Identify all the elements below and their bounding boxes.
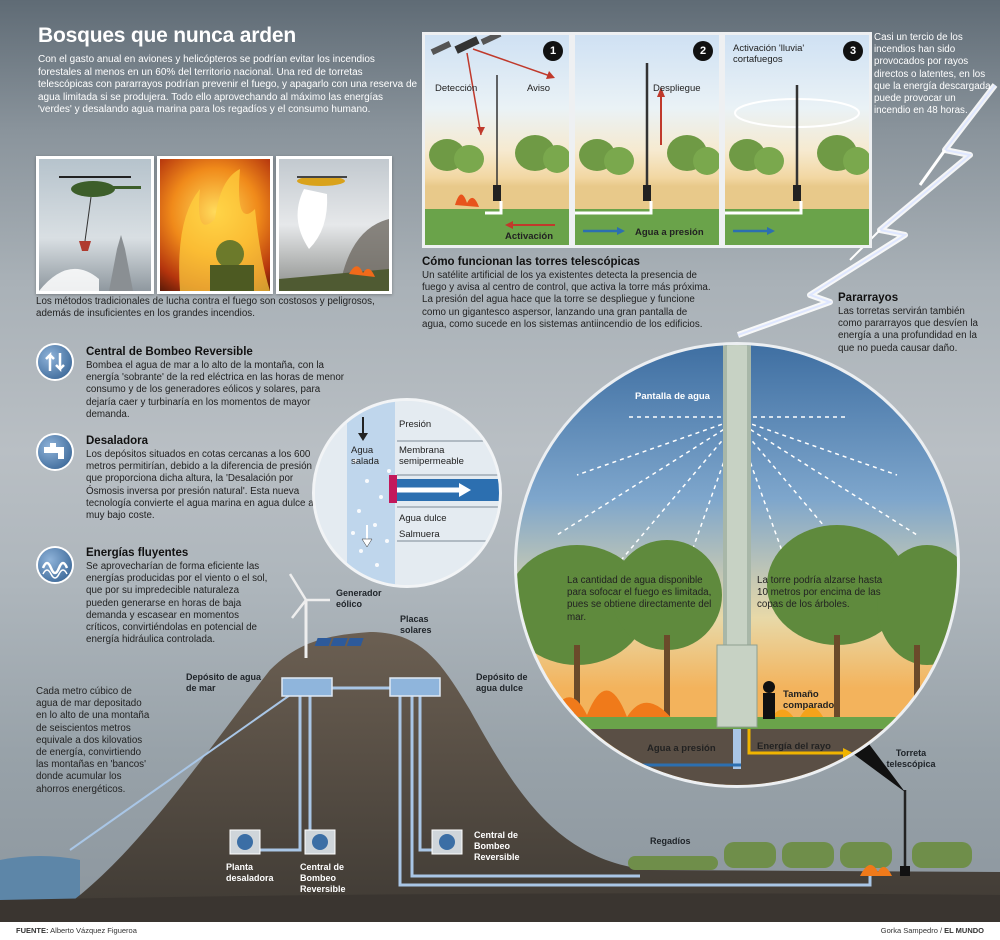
intro-text: Con el gasto anual en aviones y helicópt… [38, 54, 418, 116]
osmosis-salmuera: Salmuera [399, 529, 440, 540]
pararrayos-text: Las torretas servirán también como parar… [838, 306, 978, 354]
source-label: FUENTE: [16, 926, 49, 935]
label-deposito-mar: Depósito de agua de mar [186, 672, 262, 693]
step-number: 1 [543, 41, 563, 61]
step-panel-1: 1 Detección Aviso Activación [422, 32, 572, 248]
pantalla-label: Pantalla de agua [635, 391, 710, 402]
step-label-aviso: Aviso [527, 83, 551, 94]
step-number: 2 [693, 41, 713, 61]
mountain-side-text: Cada metro cúbico de agua de mar deposit… [36, 686, 150, 795]
label-deposito-dulce: Depósito de agua dulce [476, 672, 528, 693]
how-it-works-text: Un satélite artificial de los ya existen… [422, 270, 711, 330]
photos-caption: Los métodos tradicionales de lucha contr… [36, 296, 375, 320]
pararrayos-title: Pararrayos [838, 292, 899, 304]
label-central-1: Central de Bombeo Reversible [300, 862, 346, 894]
arrows-icon [38, 345, 72, 379]
label-planta: Planta desaladora [226, 862, 274, 883]
osmosis-agua-dulce: Agua dulce [399, 513, 447, 524]
footer: FUENTE: Alberto Vázquez Figueroa Gorka S… [0, 922, 1000, 940]
step-label-activacion-lluvia: Activación 'lluvia' cortafuegos [733, 43, 805, 65]
section-title-bombeo: Central de Bombeo Reversible [86, 346, 253, 358]
energia-rayo-label: Energía del rayo [757, 741, 831, 752]
label-torreta: Torreta telescópica [886, 748, 936, 769]
wave-icon [38, 548, 72, 582]
plane-photo [276, 156, 392, 294]
circle-left-text: La cantidad de agua disponible para sofo… [567, 575, 712, 623]
lightning-note: Casi un tercio de los incendios han sido… [874, 32, 991, 117]
satellite-icon [430, 35, 502, 55]
osmosis-diagram: Presión Agua salada Membrana semipermeab… [312, 398, 502, 588]
faucet-icon [38, 435, 72, 469]
step-label-despliegue: Despliegue [653, 83, 701, 94]
section-title-energias: Energías fluyentes [86, 547, 189, 559]
step-bottom-label: Agua a presión [635, 227, 704, 238]
lightning-icon [736, 83, 998, 338]
tamano-label: Tamaño comparado [783, 689, 835, 711]
section-title-desaladora: Desaladora [86, 435, 149, 447]
circle-right-text: La torre podría alzarse hasta 10 metros … [757, 575, 883, 611]
agua-presion-label: Agua a presión [647, 743, 716, 754]
how-it-works-title: Cómo funcionan las torres telescópicas [422, 256, 640, 268]
osmosis-agua-salada: Agua salada [351, 445, 379, 467]
step-number: 3 [843, 41, 863, 61]
step-label-deteccion: Detección [435, 83, 478, 94]
step-panel-2: 2 Despliegue Agua a presión [572, 32, 722, 248]
brand-logo: EL MUNDO [944, 926, 984, 935]
source-text: Alberto Vázquez Figueroa [50, 926, 137, 935]
step-bottom-label: Activación [505, 231, 554, 242]
section-text-desaladora: Los depósitos situados en cotas cercanas… [86, 449, 314, 522]
label-placas: Placas solares [400, 614, 432, 635]
label-generador: Generador eólico [336, 588, 382, 609]
tower-detail-circle: Pantalla de agua La cantidad de agua dis… [514, 342, 960, 788]
section-text-bombeo: Bombea el agua de mar a lo alto de la mo… [86, 360, 345, 420]
step-panel-3: 3 Activación 'lluvia' cortafuegos [722, 32, 872, 248]
credit-text: Gorka Sampedro / [880, 926, 943, 935]
osmosis-presion: Presión [399, 419, 432, 430]
label-central-2: Central de Bombeo Reversible [474, 830, 520, 862]
osmosis-membrana: Membrana semipermeable [399, 445, 464, 467]
helicopter-photo [36, 156, 154, 294]
page-title: Bosques que nunca arden [38, 24, 296, 47]
label-regadios: Regadíos [650, 836, 691, 846]
mountain-scene [0, 573, 1000, 922]
section-text-energias: Se aprovecharían de forma eficiente las … [86, 561, 268, 646]
firefighter-photo [157, 156, 273, 294]
